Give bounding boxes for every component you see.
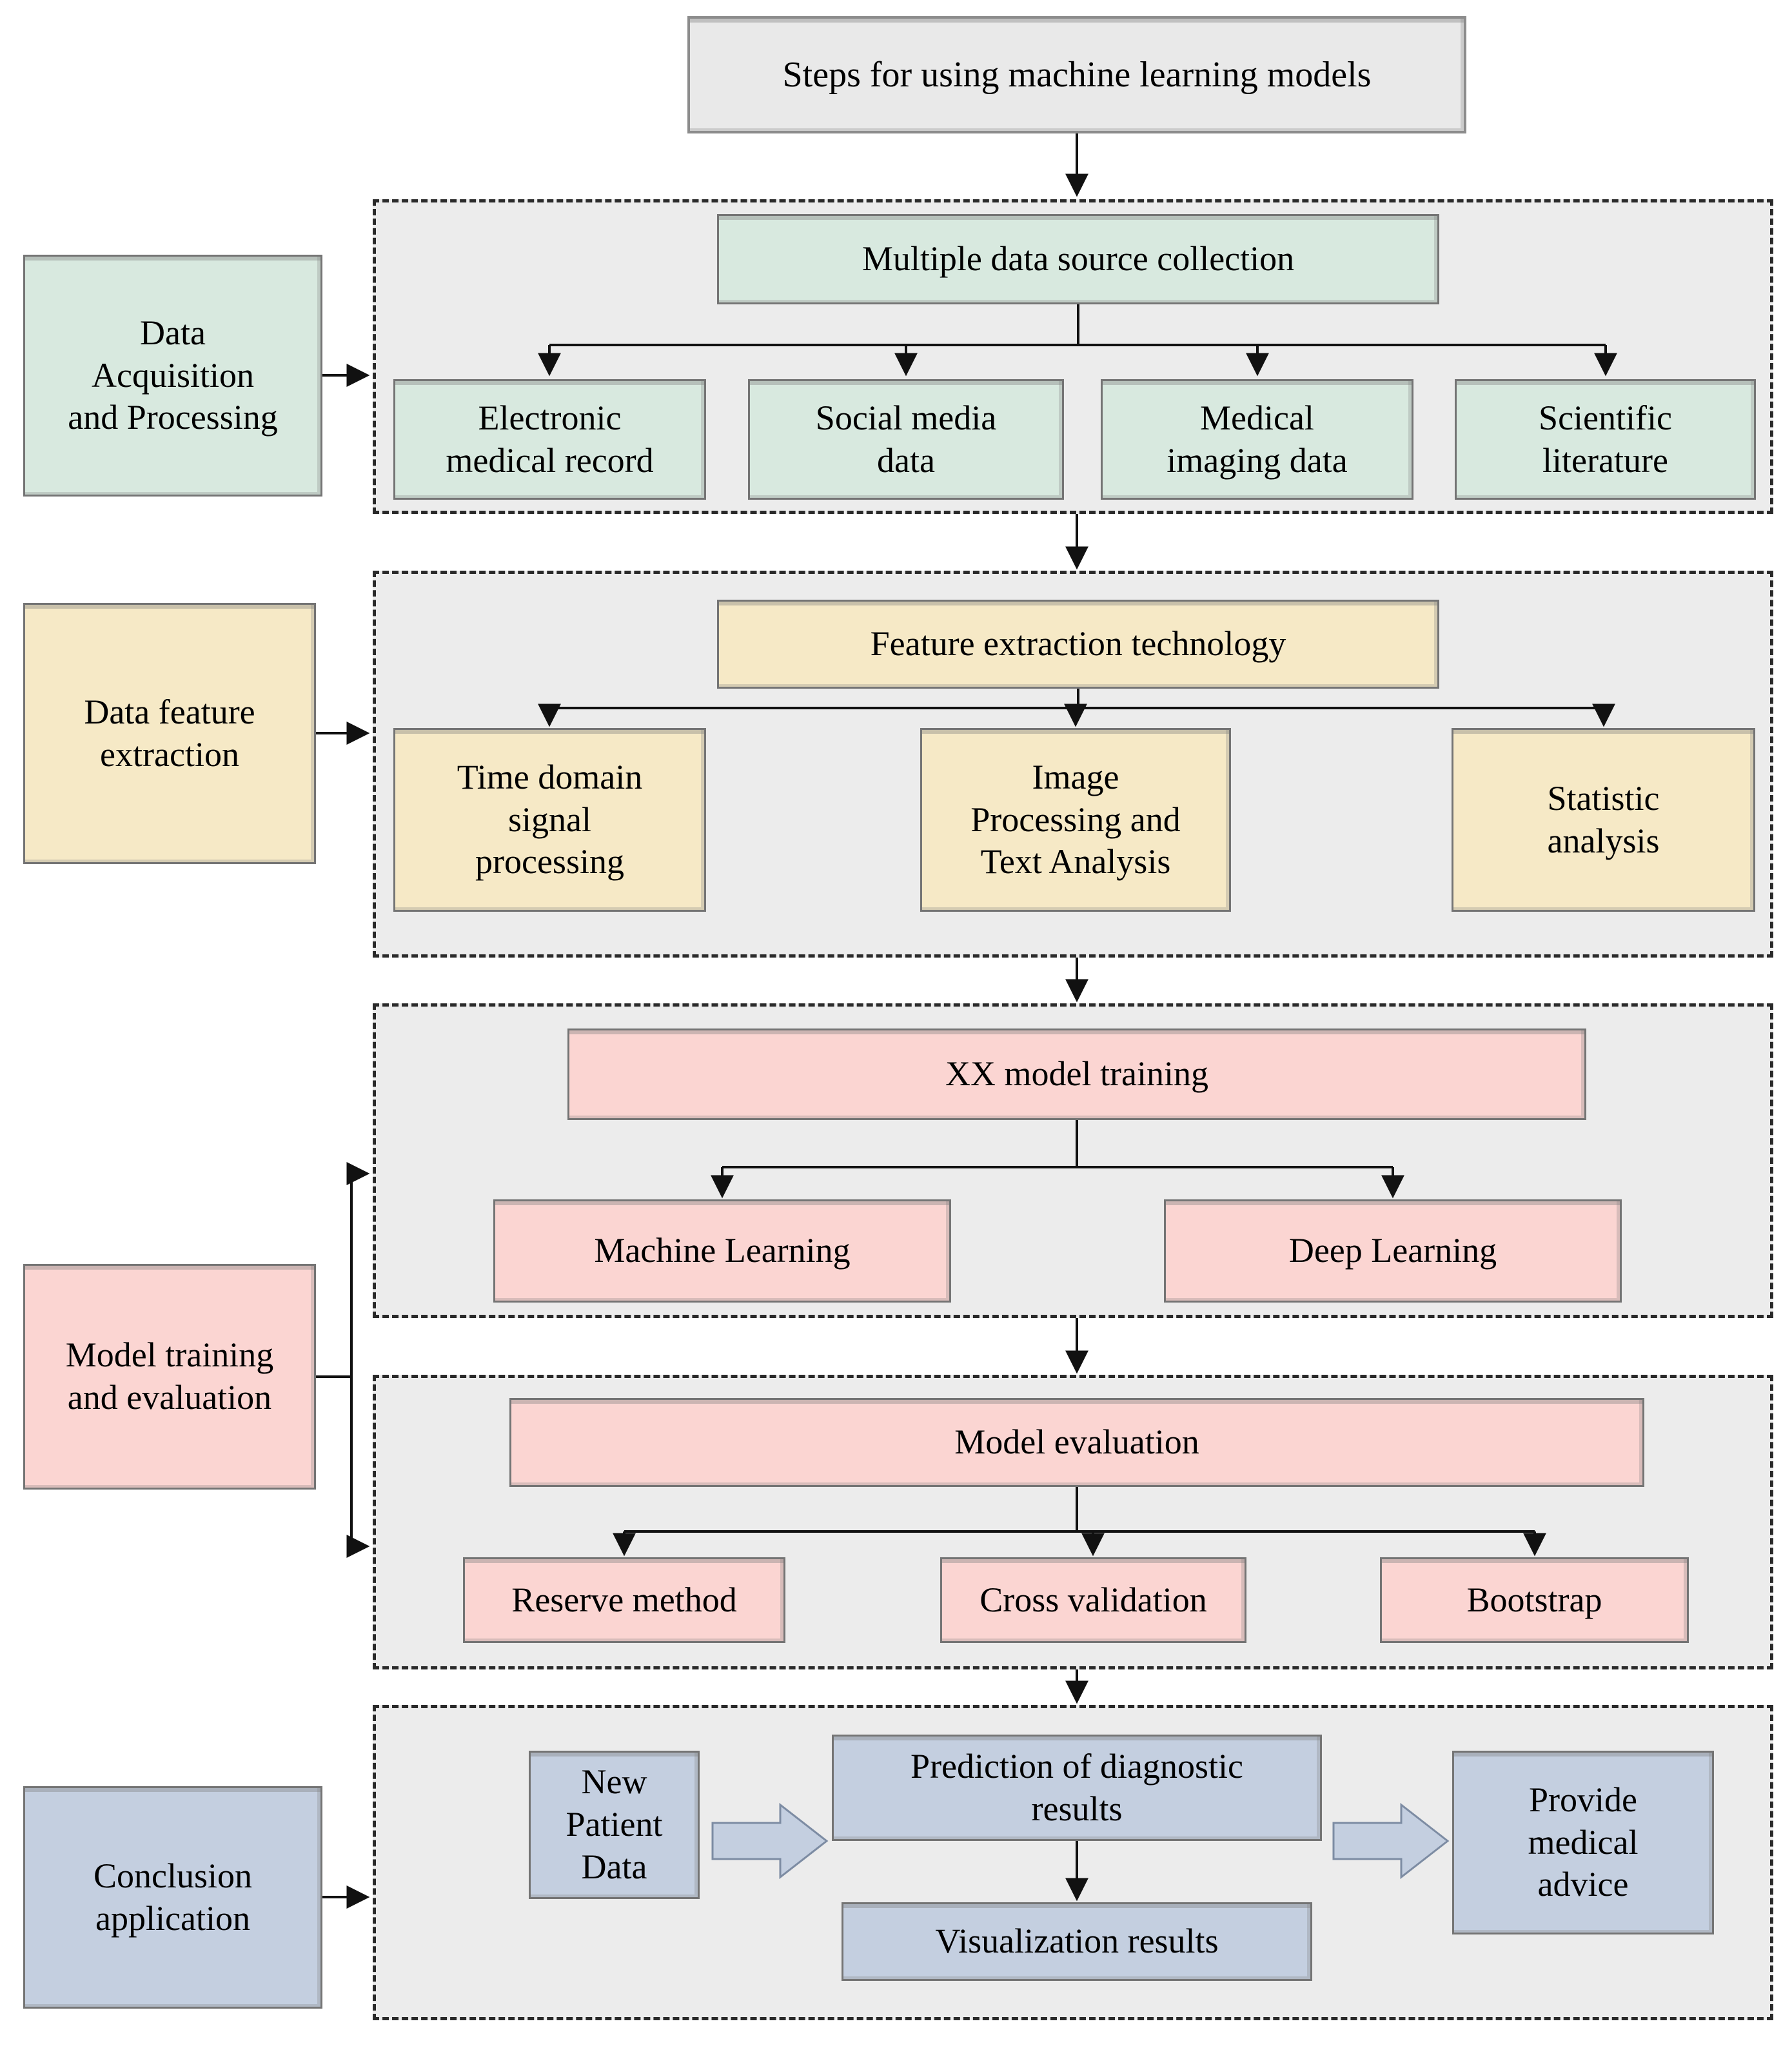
node-image-processing-text-analysis: Image Processing and Text Analysis: [920, 728, 1231, 912]
stage-label-model-training-evaluation: Model training and evaluation: [23, 1264, 316, 1490]
node-new-patient-data: New Patient Data: [529, 1751, 700, 1899]
node-reserve-method: Reserve method: [463, 1557, 785, 1643]
node-xx-model-training: XX model training: [567, 1028, 1586, 1120]
node-provide-medical-advice: Provide medical advice: [1452, 1751, 1714, 1934]
node-feature-extraction-technology: Feature extraction technology: [717, 600, 1439, 689]
node-statistic-analysis: Statistic analysis: [1452, 728, 1755, 912]
node-cross-validation: Cross validation: [940, 1557, 1246, 1643]
node-social-media-data: Social media data: [748, 379, 1064, 500]
node-bootstrap: Bootstrap: [1380, 1557, 1689, 1643]
flowchart-title: Steps for using machine learning models: [687, 16, 1466, 133]
node-time-domain-signal: Time domain signal processing: [393, 728, 706, 912]
stage-label-conclusion-application: Conclusion application: [23, 1786, 322, 2009]
node-electronic-medical-record: Electronic medical record: [393, 379, 706, 500]
node-multiple-data-source: Multiple data source collection: [717, 214, 1439, 304]
node-medical-imaging-data: Medical imaging data: [1101, 379, 1413, 500]
arrow-label-training-split: [316, 1174, 366, 1546]
node-visualization-results: Visualization results: [842, 1902, 1312, 1981]
stage-label-acquisition: Data Acquisition and Processing: [23, 255, 322, 497]
node-model-evaluation: Model evaluation: [509, 1398, 1644, 1487]
node-prediction-diagnostic-results: Prediction of diagnostic results: [832, 1735, 1322, 1841]
node-scientific-literature: Scientific literature: [1455, 379, 1756, 500]
node-machine-learning: Machine Learning: [493, 1199, 951, 1303]
stage-label-feature-extraction: Data feature extraction: [23, 603, 316, 864]
node-deep-learning: Deep Learning: [1164, 1199, 1622, 1303]
